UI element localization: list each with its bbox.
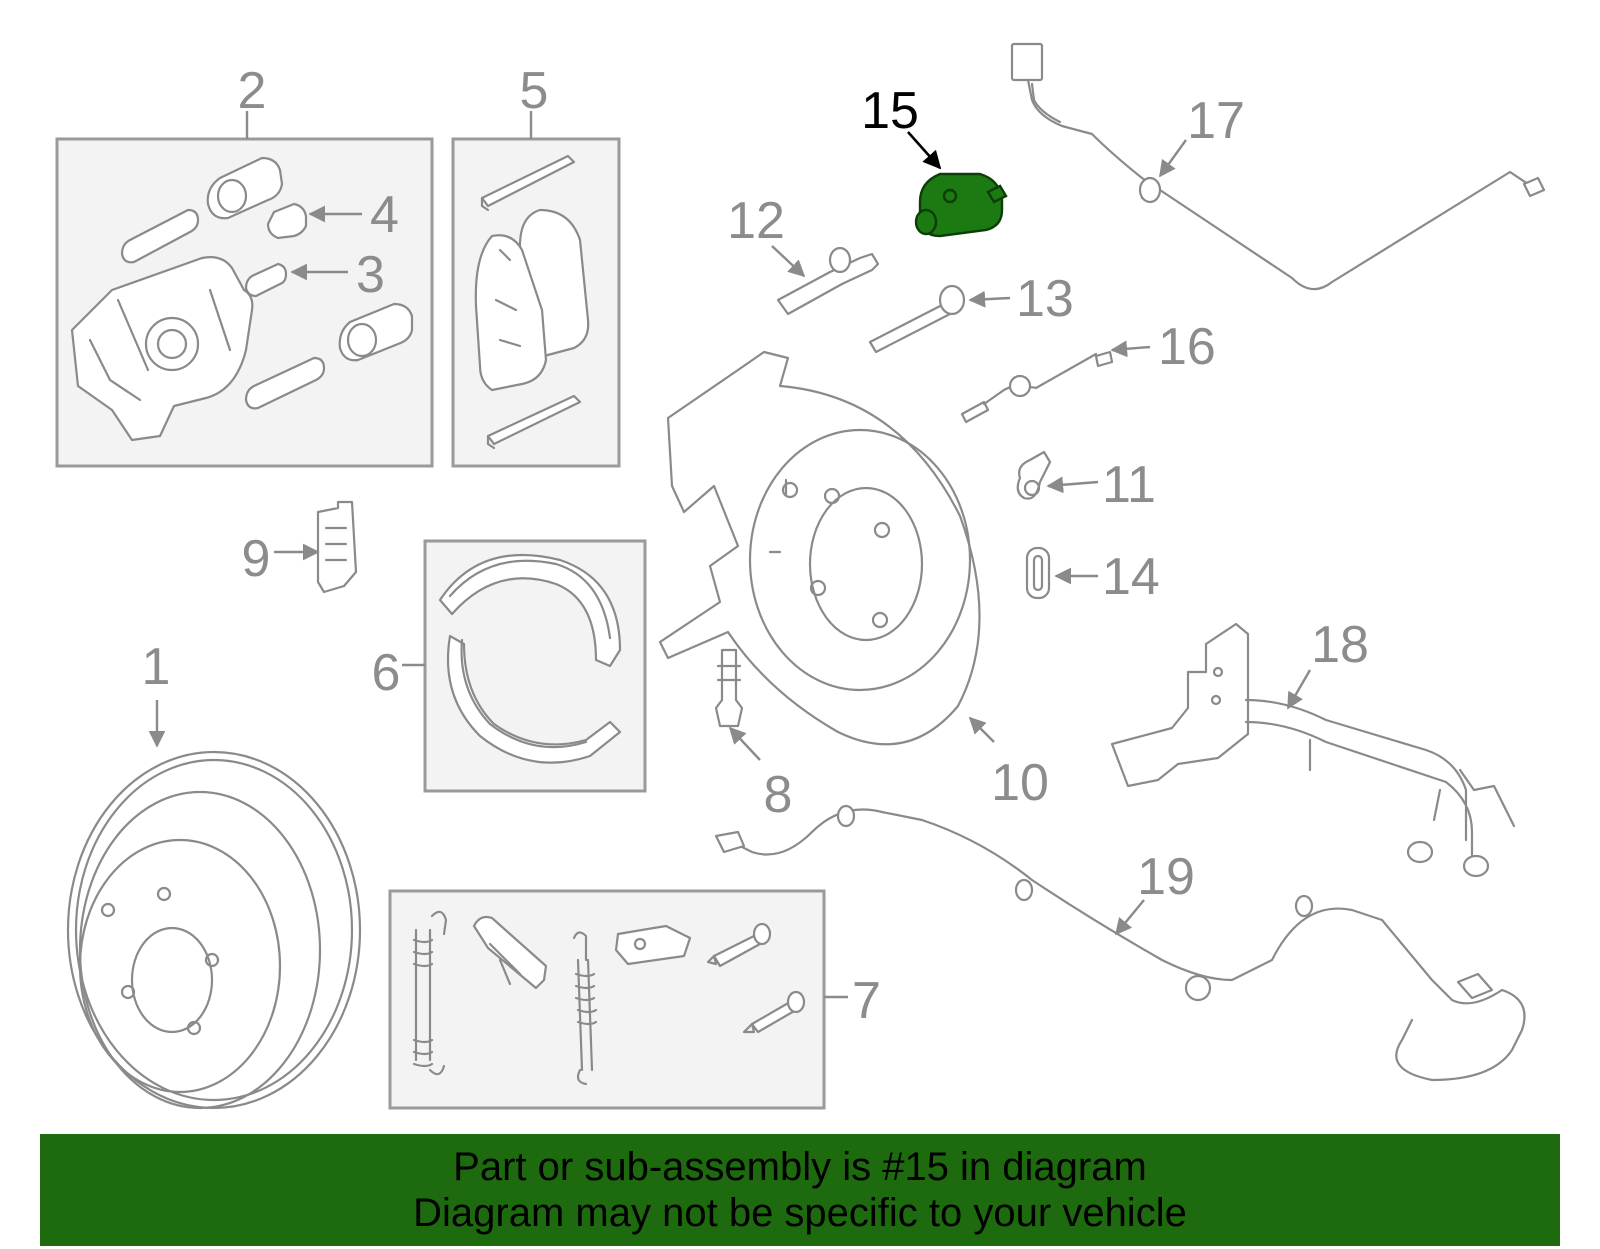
bushing[interactable] [1016, 450, 1052, 500]
callout-5: 5 [520, 62, 549, 120]
return-spring[interactable] [572, 931, 598, 1086]
banner-line-disclaimer: Diagram may not be specific to your vehi… [413, 1191, 1187, 1235]
bleeder-screw[interactable] [714, 648, 744, 728]
hold-down-pin-top[interactable] [706, 922, 772, 968]
caliper-box [55, 111, 434, 468]
callout-6: 6 [372, 644, 401, 702]
callout-11: 11 [1102, 456, 1156, 514]
callout-18: 18 [1311, 616, 1369, 674]
callout-13: 13 [1016, 270, 1074, 328]
callout-8: 8 [764, 766, 793, 824]
adjuster-bracket[interactable] [472, 915, 548, 990]
callout-3: 3 [356, 246, 385, 304]
callout-10: 10 [991, 754, 1049, 812]
caliper-guide-bolt[interactable] [776, 246, 880, 316]
callout-2: 2 [238, 62, 267, 120]
parking-shoe-bottom[interactable] [446, 634, 622, 764]
dust-shield[interactable] [658, 350, 981, 746]
parking-shoe-top[interactable] [438, 553, 622, 668]
caliper-pin-left[interactable] [120, 208, 200, 264]
pad-clip-top[interactable] [480, 154, 576, 212]
callout-17: 17 [1187, 92, 1245, 150]
callout-15: 15 [861, 82, 919, 140]
caliper-pin-right[interactable] [244, 356, 326, 410]
callout-19: 19 [1137, 848, 1195, 906]
caliper-pin-bolt-3[interactable] [244, 262, 288, 298]
callout-14: 14 [1102, 548, 1160, 606]
highlighted-part-15[interactable] [914, 172, 1008, 238]
hold-down-spring[interactable] [412, 910, 448, 1076]
part-info-banner: Part or sub-assembly is #15 in diagram D… [40, 1134, 1560, 1246]
callout-1: 1 [142, 638, 171, 696]
callout-12: 12 [727, 192, 785, 250]
parking-brake-bracket[interactable] [316, 500, 358, 594]
brake-hose[interactable] [1010, 42, 1546, 291]
caliper-body[interactable] [70, 256, 254, 442]
callout-4: 4 [370, 186, 399, 244]
banner-line-part: Part or sub-assembly is #15 in diagram [453, 1145, 1147, 1189]
callout-16: 16 [1158, 318, 1216, 376]
callout-7: 7 [852, 972, 881, 1030]
hardware-kit-box [388, 889, 848, 1110]
pad-clip-bottom[interactable] [486, 394, 582, 450]
hold-down-pin-bottom[interactable] [742, 990, 806, 1034]
brake-pads-box [451, 111, 621, 468]
caliper-pin-bolt-4[interactable] [266, 202, 308, 240]
parking-shoes-box [402, 539, 647, 793]
caliper-bushing-top[interactable] [206, 156, 284, 220]
brake-rotor[interactable] [66, 750, 362, 1110]
wheel-speed-sensor-harness[interactable] [714, 804, 1526, 1082]
brake-pad-set[interactable] [474, 208, 590, 392]
caliper-bushing-bottom[interactable] [338, 302, 414, 362]
caliper-mounting-bolt[interactable] [868, 284, 966, 354]
grommet[interactable] [1025, 546, 1051, 600]
pad-wear-sensor[interactable] [960, 350, 1114, 424]
callout-9: 9 [242, 530, 271, 588]
brake-line-bracket[interactable] [1110, 622, 1516, 878]
retainer-clip[interactable] [614, 924, 692, 966]
